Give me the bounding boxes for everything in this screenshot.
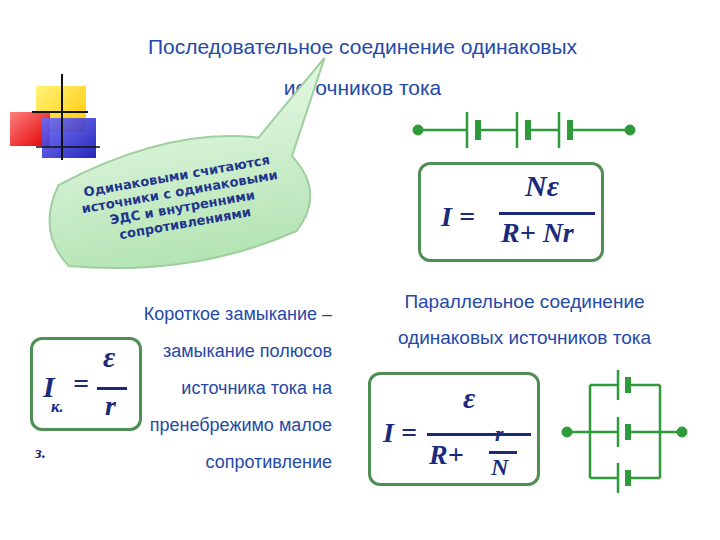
formula-term: = xyxy=(73,370,89,398)
formula-term: к. xyxy=(51,398,64,415)
slide-title: Последовательное соединение одинаковых и… xyxy=(125,26,600,108)
formula-term: R+ xyxy=(429,441,464,469)
formula-term: N xyxy=(491,455,508,479)
formula-term: r xyxy=(105,392,116,420)
parallel-battery-symbol xyxy=(562,370,687,493)
formula-box: Iк.=εrз. xyxy=(30,337,142,431)
series-battery-symbol xyxy=(413,112,635,148)
definition-note: Короткое замыкание – замыкание полюсов и… xyxy=(128,296,332,481)
formula-term: ε xyxy=(103,342,115,372)
formula-box: I = Nε R+ Nr xyxy=(418,162,604,262)
fraction-bar xyxy=(489,451,517,454)
formula-term: r xyxy=(495,423,504,445)
fraction-bar xyxy=(97,387,127,390)
section-heading: Параллельное соединение одинаковых источ… xyxy=(372,284,677,356)
formula-term: I = xyxy=(383,419,417,447)
formula-term: ε xyxy=(463,383,475,413)
fraction-bar xyxy=(427,433,531,436)
fraction-bar xyxy=(499,212,595,215)
formula-box: I = εR+ rN xyxy=(368,372,540,486)
corner-squares xyxy=(10,74,100,160)
formula-term: Nε xyxy=(525,171,559,201)
formula-term: I = xyxy=(441,203,475,231)
formula-term: з. xyxy=(35,444,46,461)
formula-term: R+ Nr xyxy=(501,219,574,247)
